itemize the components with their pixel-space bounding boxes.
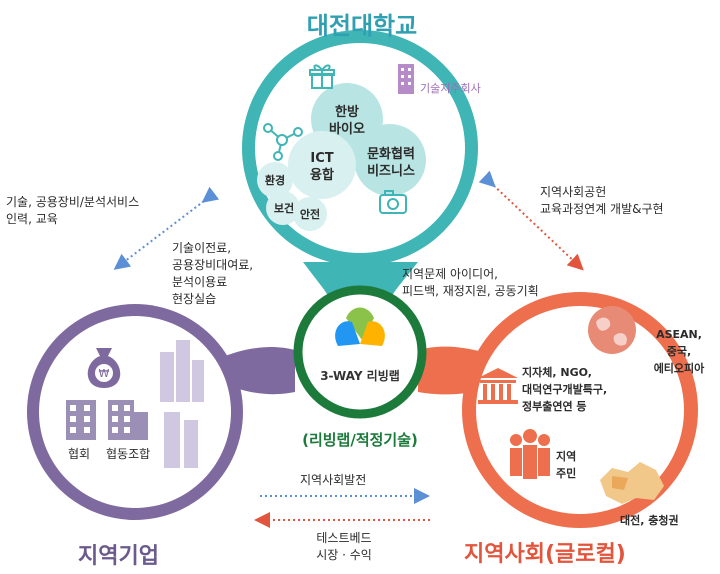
region-map-icon <box>600 462 664 504</box>
cooperative-building-icon <box>108 400 148 440</box>
svg-text:₩: ₩ <box>99 367 110 380</box>
community-development-label: 지역사회발전 <box>300 473 367 487</box>
community-global-label: ASEAN,중국,에티오피아 <box>653 328 705 375</box>
globe-icon <box>588 306 636 354</box>
circle-culture <box>354 124 426 196</box>
company-building-icon <box>398 64 414 94</box>
network-icon <box>263 123 303 161</box>
circle-ict <box>288 131 356 199</box>
association-label: 협회 <box>68 447 91 461</box>
circle-env-label: 환경 <box>264 174 286 187</box>
tech-holding-label: 기술지주회사 <box>420 82 481 95</box>
circle-safety <box>293 197 327 231</box>
university-title: 대전대학교 <box>306 12 418 40</box>
circle-env <box>257 162 293 198</box>
region-label: 대전, 충청권 <box>620 514 679 527</box>
enterprise-title: 지역기업 <box>78 544 159 569</box>
circle-health <box>266 191 300 225</box>
association-building-icon <box>66 400 96 440</box>
community-org-label: 지자체, NGO,대덕연구개발특구,정부출연연 등 <box>522 366 608 413</box>
circle-safety-label: 안전 <box>299 208 321 221</box>
camera-icon <box>379 190 407 214</box>
community-title: 지역사회(글로컬) <box>464 542 626 567</box>
center-subtitle: (리빙랩/적정기술) <box>302 431 418 449</box>
residents-icon <box>510 429 550 479</box>
circle-health-label: 보건 <box>273 202 295 215</box>
city-skyline-icon <box>160 340 204 468</box>
government-building-icon <box>478 368 518 404</box>
center-ring <box>293 285 427 419</box>
three-way-logo-icon <box>335 307 385 346</box>
gift-icon <box>309 64 335 89</box>
arrow-left-blue <box>113 186 220 270</box>
cooperative-label: 협동조합 <box>106 447 151 461</box>
right-mid-label: 지역문제 아이디어,피드백, 재정지원, 공동기획 <box>402 267 539 298</box>
arrow-right-orange <box>478 170 584 271</box>
logo-text: 3-WAY 리빙랩 <box>320 369 400 383</box>
money-bag-icon: ₩ <box>87 348 121 388</box>
